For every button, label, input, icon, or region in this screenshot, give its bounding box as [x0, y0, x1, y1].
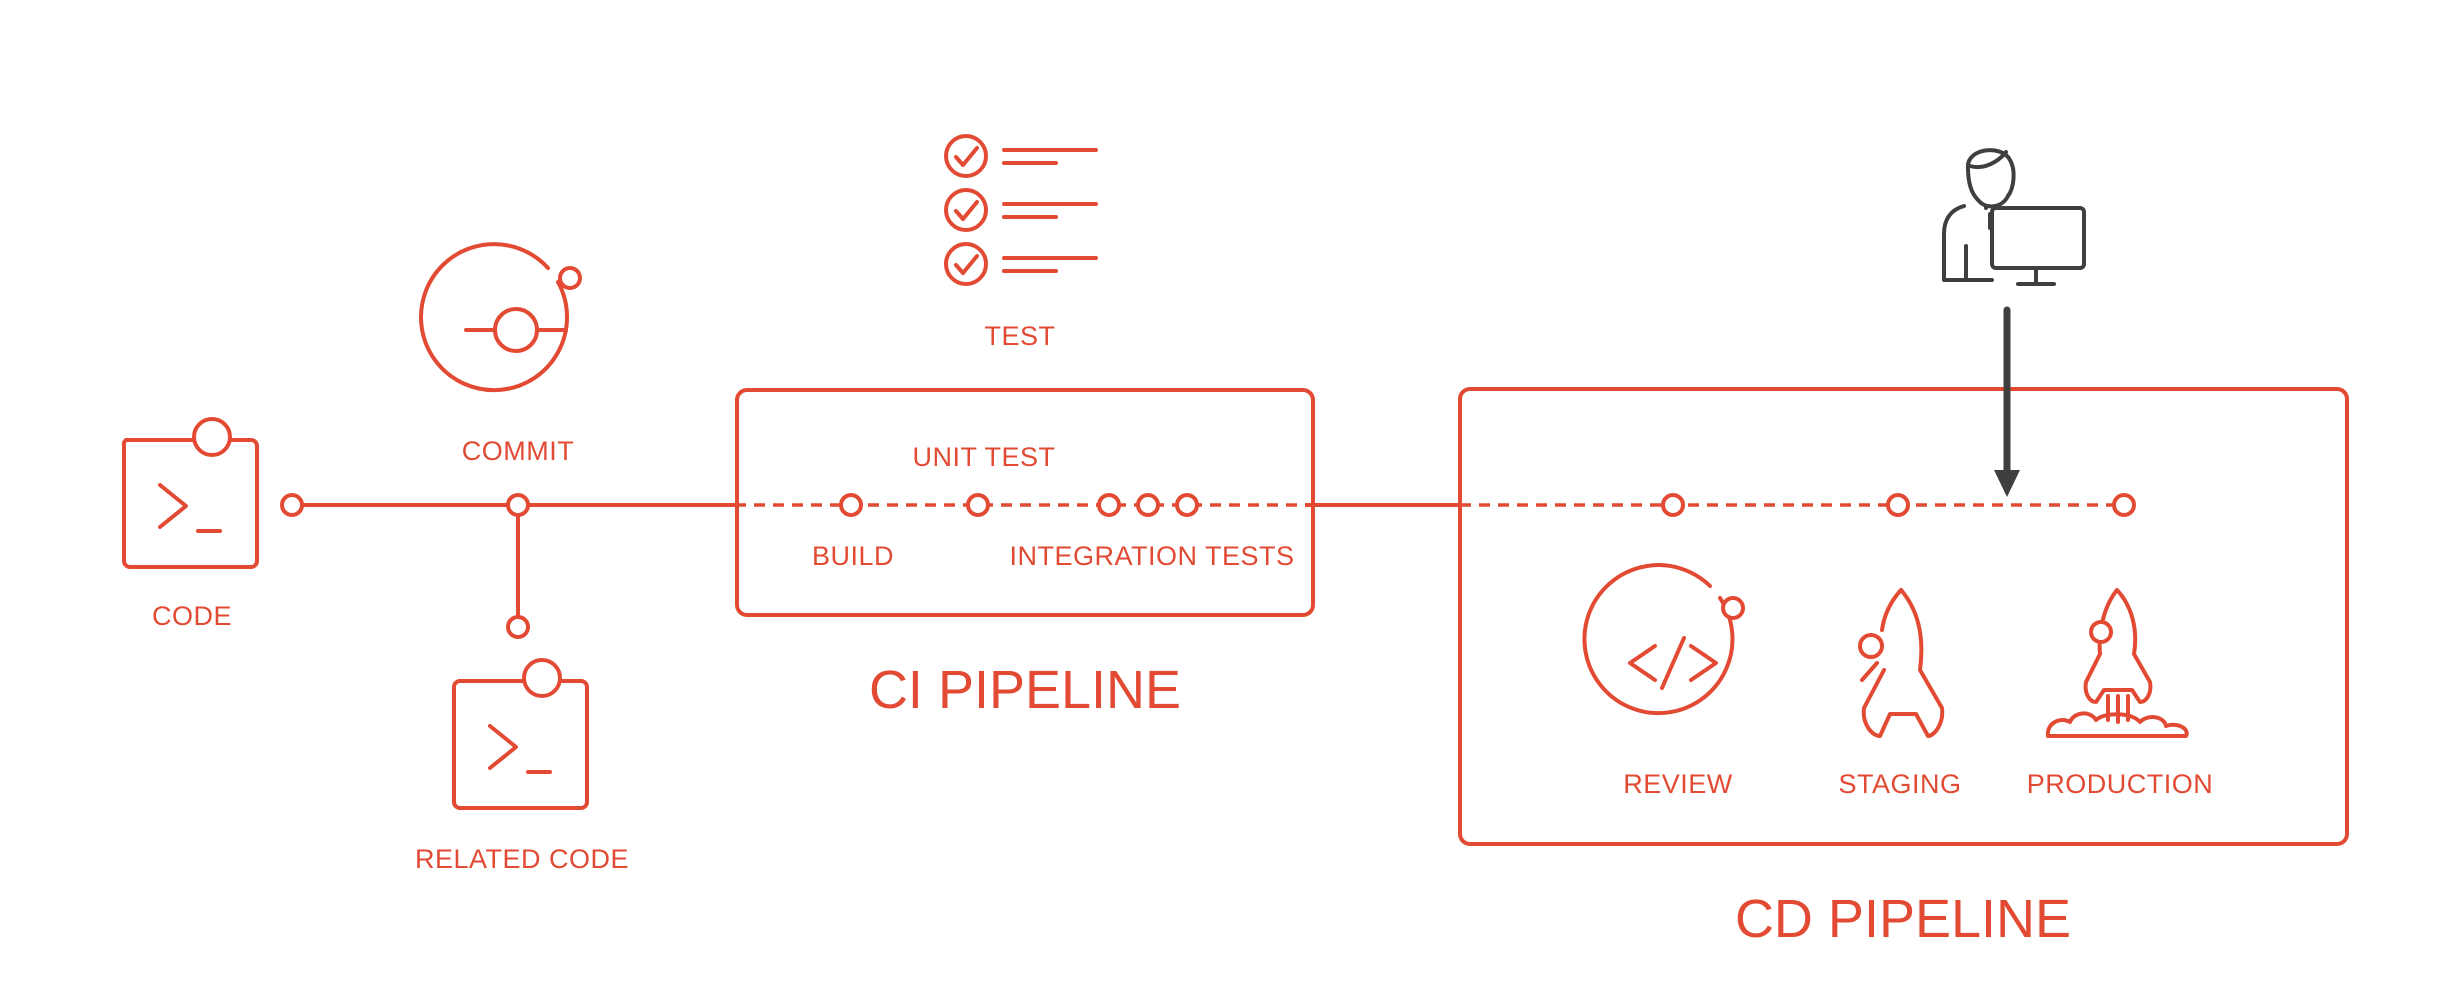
- code-node: [280, 493, 304, 517]
- integration-test-node-3: [1175, 493, 1199, 517]
- ci-pipeline-title: CI PIPELINE: [869, 660, 1181, 720]
- commit-label: COMMIT: [462, 436, 574, 466]
- terminal-icon: [452, 658, 589, 810]
- review-label: REVIEW: [1623, 769, 1733, 799]
- staging-label: STAGING: [1838, 769, 1961, 799]
- staging-node: [1886, 493, 1910, 517]
- unit-test-node: [966, 493, 990, 517]
- integration-test-node-2: [1136, 493, 1160, 517]
- cd-pipeline-box: [1458, 387, 2349, 846]
- related-code-node: [506, 615, 530, 639]
- user-at-computer-icon: [1942, 148, 2086, 286]
- cd-pipeline-title: CD PIPELINE: [1735, 889, 2071, 949]
- rocket-launch-icon: [2045, 588, 2189, 738]
- ci-pipeline-box: [735, 388, 1315, 617]
- pipeline-nodes: [280, 493, 2136, 639]
- build-label: BUILD: [812, 541, 894, 571]
- checklist-icon: [944, 134, 1098, 286]
- terminal-icon: [121, 417, 259, 569]
- unit-test-label: UNIT TEST: [912, 442, 1055, 472]
- build-node: [839, 493, 863, 517]
- related-code-label: RELATED CODE: [415, 844, 629, 874]
- code-label: CODE: [152, 601, 232, 631]
- test-label: TEST: [984, 321, 1055, 351]
- production-node: [2112, 493, 2136, 517]
- integration-test-node-1: [1097, 493, 1121, 517]
- commit-icon: [419, 242, 582, 393]
- code-review-icon: [1582, 563, 1745, 716]
- rocket-icon: [1858, 588, 1945, 738]
- production-label: PRODUCTION: [2027, 769, 2214, 799]
- deploy-arrow: [1994, 306, 2020, 497]
- review-node: [1661, 493, 1685, 517]
- integration-tests-label: INTEGRATION TESTS: [1009, 541, 1294, 571]
- commit-node: [506, 493, 530, 517]
